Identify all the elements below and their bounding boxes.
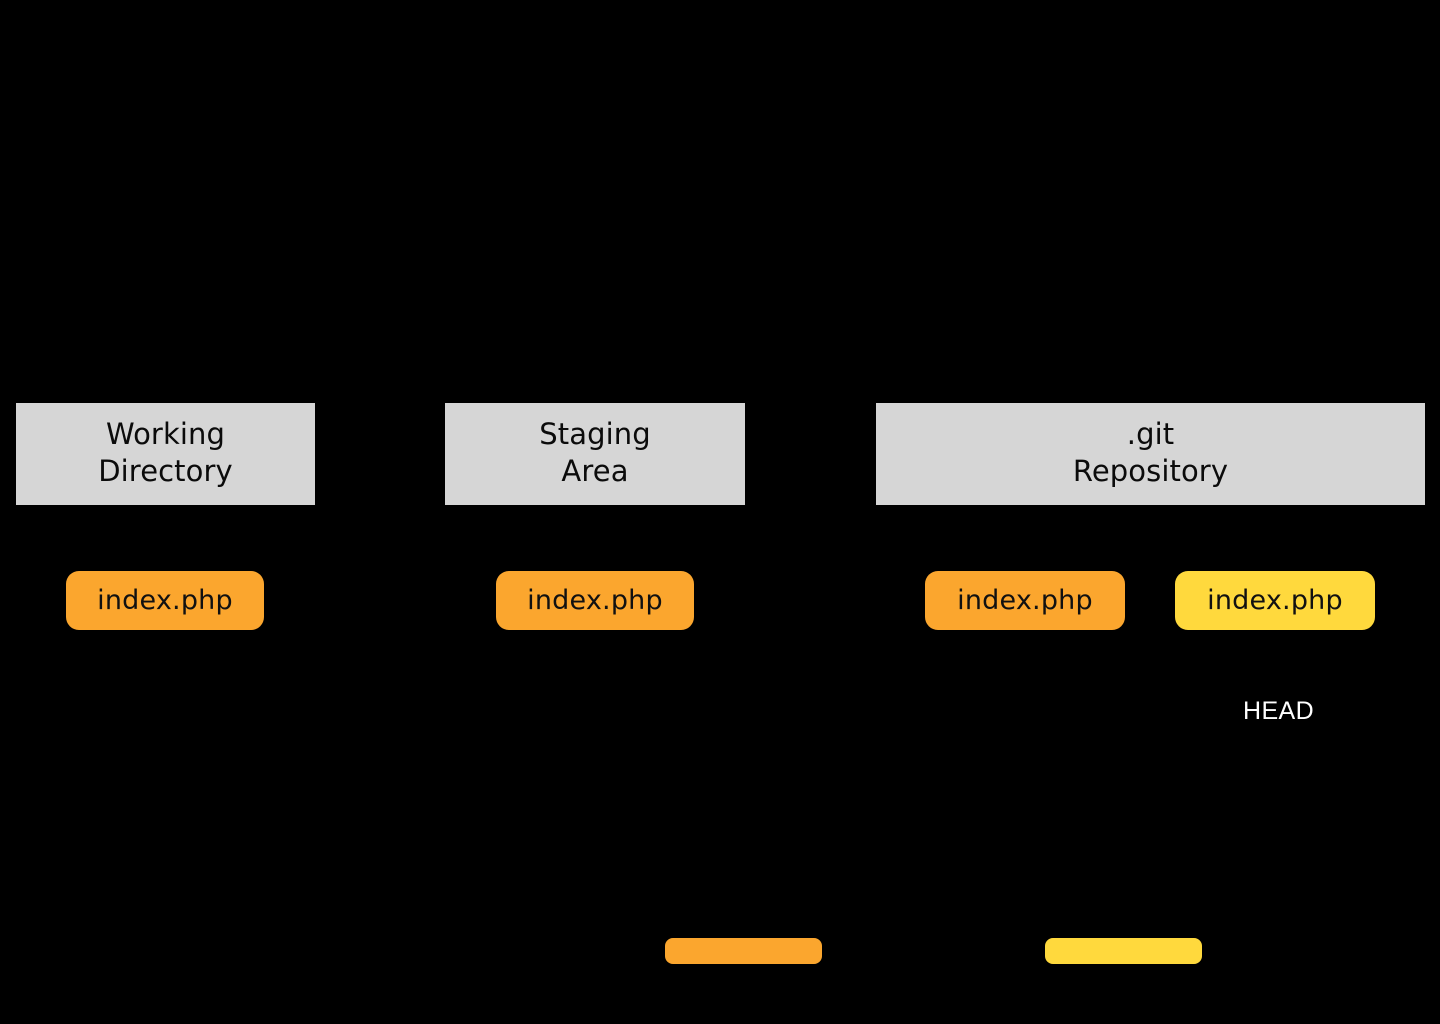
zone-title-line2: Repository	[1072, 454, 1229, 488]
file-pill-staging-index-php[interactable]: index.php	[496, 571, 694, 630]
legend-swatch-orange	[665, 938, 822, 964]
file-pill-label: index.php	[97, 585, 233, 616]
file-pill-label: index.php	[1207, 585, 1343, 616]
zone-title-line1: Staging	[539, 416, 651, 451]
file-pill-label: index.php	[527, 585, 663, 616]
zone-title-line2: Directory	[98, 454, 233, 488]
zone-header-staging-area: Staging Area	[445, 403, 745, 505]
legend-swatch-yellow	[1045, 938, 1202, 964]
zone-header-git-repository: .git Repository	[876, 403, 1425, 505]
file-pill-repository-index-php-previous[interactable]: index.php	[925, 571, 1125, 630]
zone-title-line1: .git	[1126, 416, 1175, 451]
zone-title-line1: Working	[106, 416, 225, 451]
file-pill-working-index-php[interactable]: index.php	[66, 571, 264, 630]
file-pill-repository-index-php-head[interactable]: index.php	[1175, 571, 1375, 630]
zone-header-working-directory: Working Directory	[16, 403, 315, 505]
head-pointer-label: HEAD	[1243, 697, 1315, 725]
file-pill-label: index.php	[957, 585, 1093, 616]
zone-title-line2: Area	[561, 454, 629, 488]
